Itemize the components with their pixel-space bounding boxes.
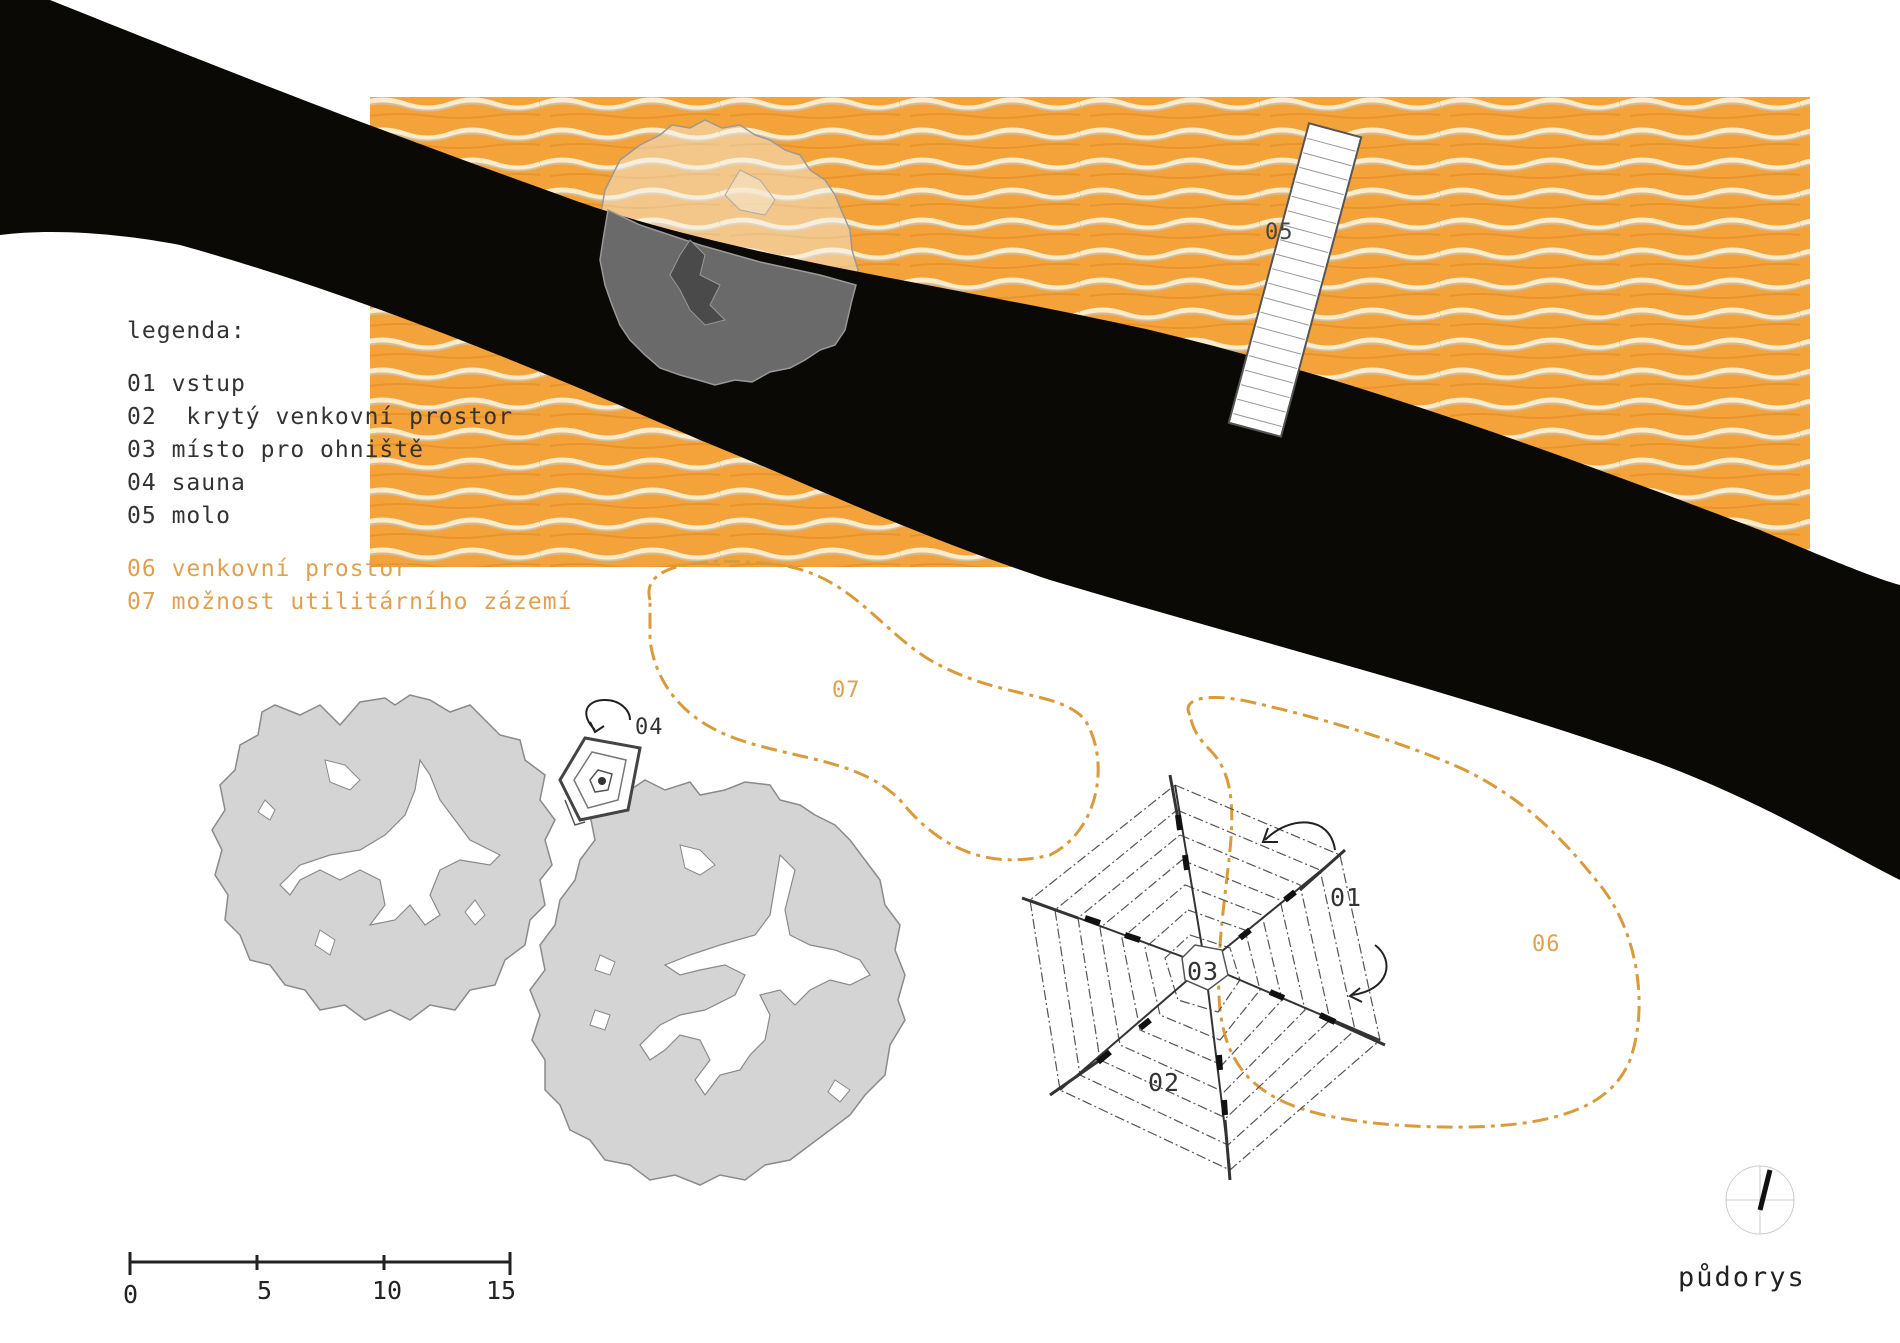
scale-tick-10: 10 bbox=[372, 1276, 403, 1305]
label-entrance: 01 bbox=[1330, 883, 1363, 912]
north-arrow bbox=[1725, 1165, 1795, 1235]
legend-item-sauna: 04 sauna bbox=[127, 470, 246, 496]
tree-middle bbox=[529, 779, 906, 1186]
entrance-arrows bbox=[1261, 821, 1388, 1003]
tree-left bbox=[211, 694, 556, 1021]
scale-tick-15: 15 bbox=[486, 1276, 517, 1305]
scale-tick-5: 5 bbox=[257, 1276, 273, 1305]
legend-item-pier: 05 molo bbox=[127, 503, 231, 529]
tree-upper-shadow bbox=[599, 169, 857, 386]
plan-title: půdorys bbox=[1678, 1262, 1806, 1293]
legend-zone-outdoor: 06 venkovní prostor bbox=[127, 556, 410, 582]
scale-tick-0: 0 bbox=[123, 1280, 139, 1309]
legend-item-covered-space: 02 krytý venkovní prostor bbox=[127, 404, 514, 430]
legend: legenda: 01 vstup 02 krytý venkovní pros… bbox=[127, 315, 572, 619]
legend-item-fireplace: 03 místo pro ohniště bbox=[127, 437, 424, 463]
label-covered-space: 02 bbox=[1148, 1068, 1181, 1097]
label-fireplace: 03 bbox=[1187, 957, 1220, 986]
river bbox=[0, 0, 1900, 880]
scale-bar bbox=[128, 1252, 512, 1275]
fireplace bbox=[1181, 944, 1229, 991]
label-pier: 05 bbox=[1265, 220, 1294, 245]
label-zone-utility: 07 bbox=[832, 678, 861, 703]
label-zone-outdoor: 06 bbox=[1532, 932, 1561, 957]
sauna bbox=[558, 698, 642, 826]
zone-utility-outline bbox=[647, 559, 1100, 862]
hexagon-beam-marks bbox=[1084, 814, 1337, 1116]
sauna-door-arrow bbox=[585, 698, 631, 731]
zone-outdoor-outline bbox=[1183, 700, 1653, 1128]
pier bbox=[1227, 122, 1363, 438]
legend-item-entrance: 01 vstup bbox=[127, 371, 246, 397]
legend-zone-utility: 07 možnost utilitárního zázemí bbox=[127, 589, 573, 615]
legend-title: legenda: bbox=[127, 318, 246, 344]
label-sauna: 04 bbox=[635, 715, 664, 740]
zone-06-shape bbox=[1186, 696, 1641, 1129]
